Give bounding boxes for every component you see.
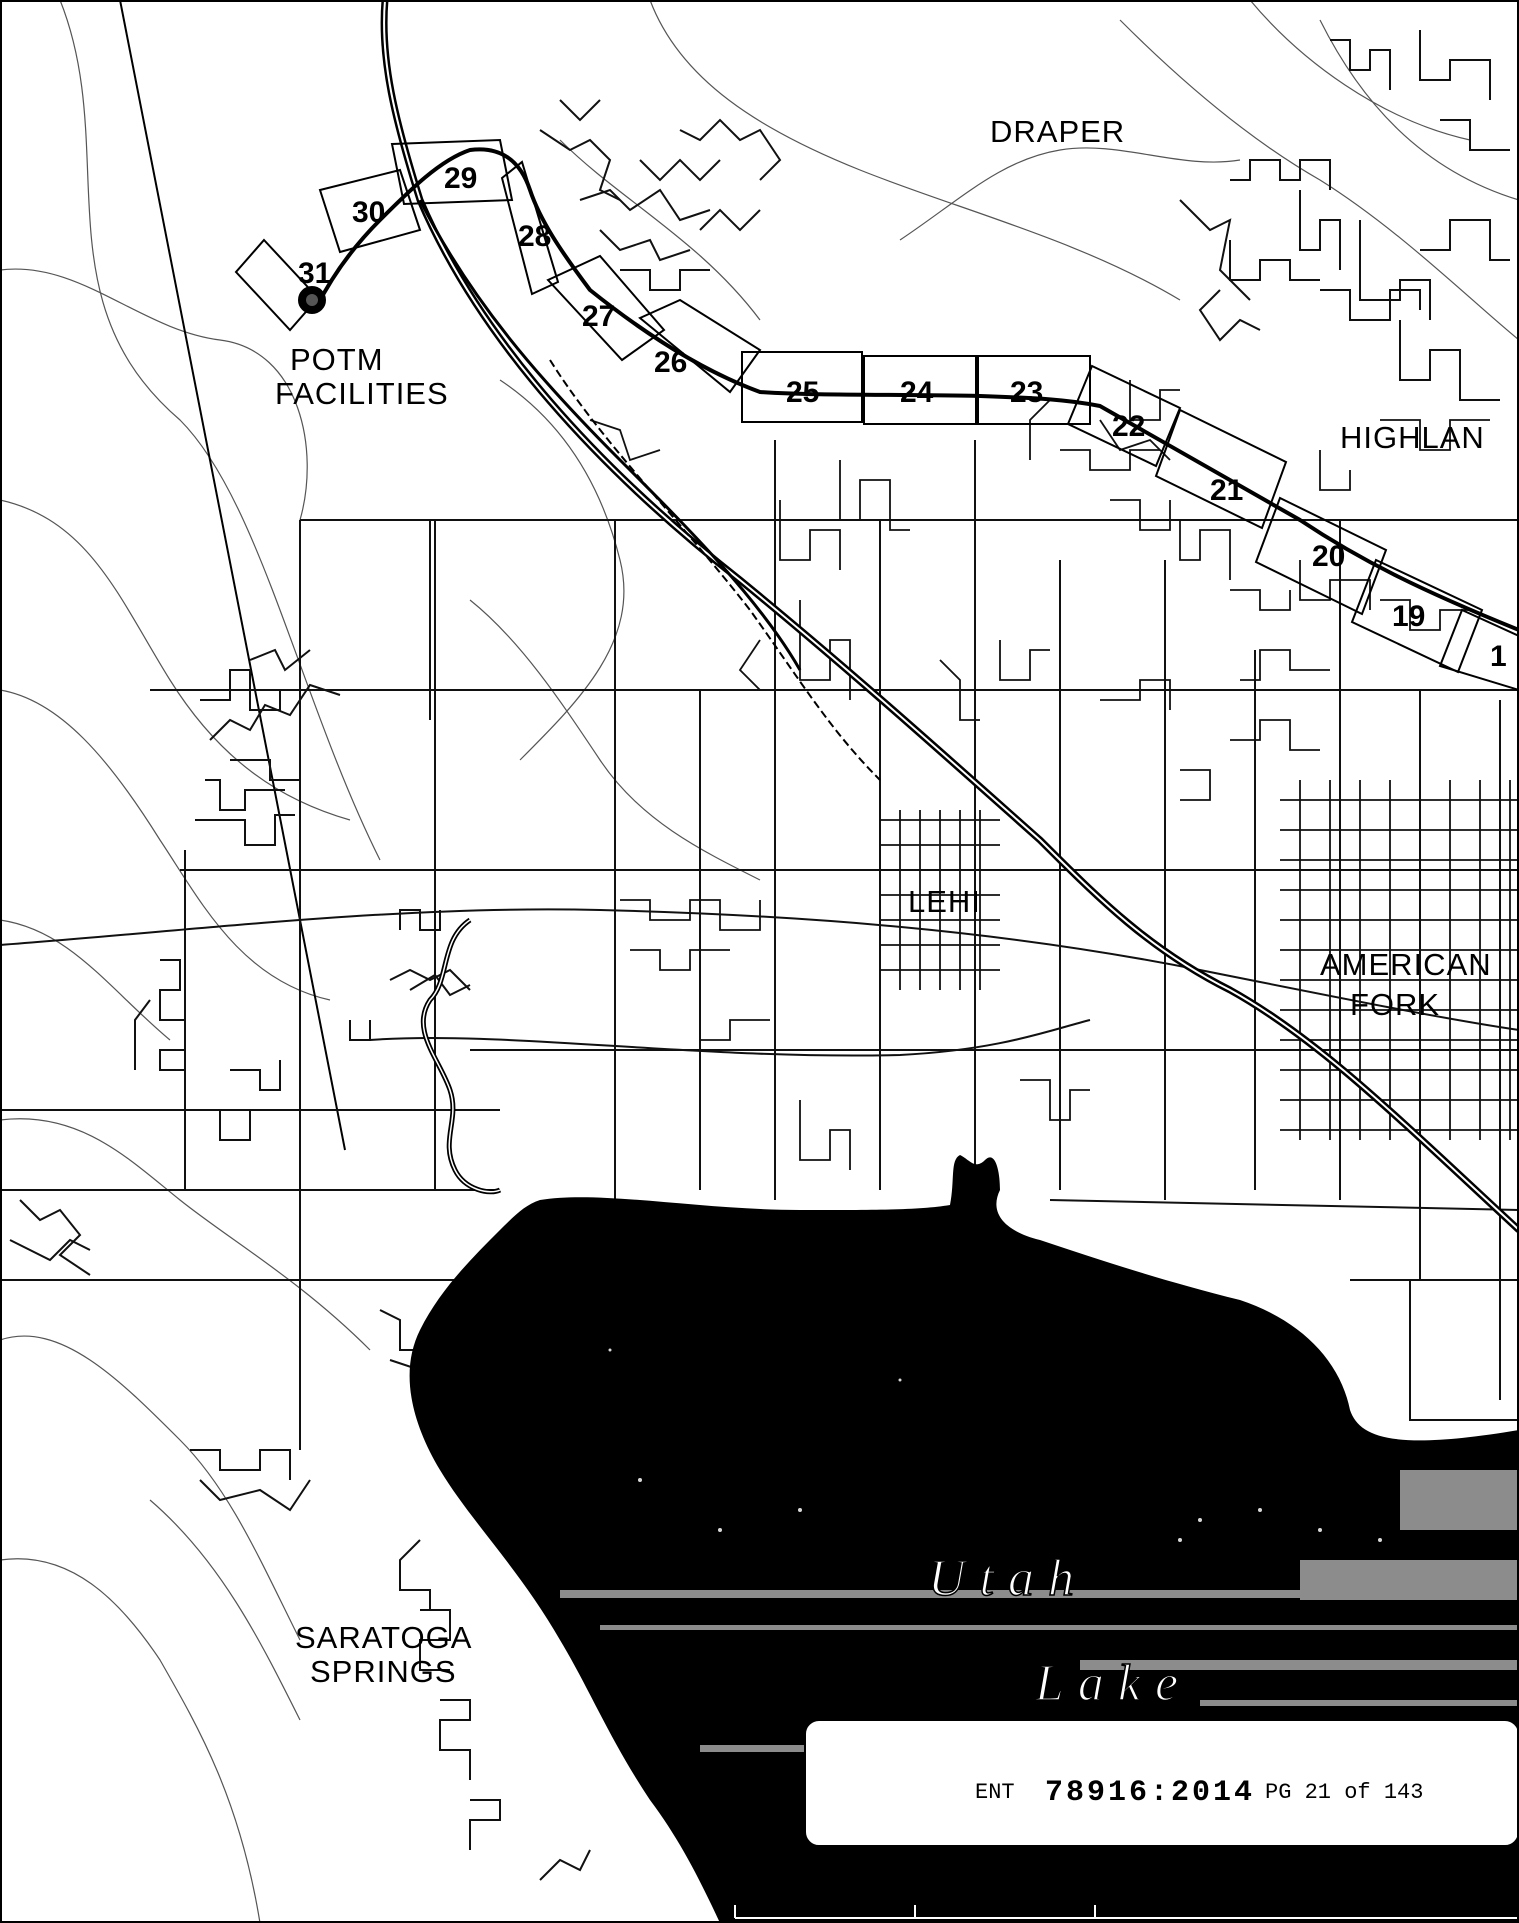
scale-tick-1: 1.25: [902, 1875, 935, 1894]
segment-labels: 31 30 29 28 27 26 25 24 23 22 21 20 19 1: [298, 162, 1507, 673]
scale-bar: 0 1.25 2.5: [720, 1875, 1519, 1920]
label-fork: FORK: [1350, 987, 1440, 1022]
segment-label-29: 29: [444, 162, 477, 195]
segment-label-19: 19: [1392, 600, 1425, 633]
label-draper: DRAPER: [990, 114, 1125, 149]
label-utah: Utah: [928, 1550, 1088, 1607]
segment-label-23: 23: [1010, 376, 1043, 409]
road-grid: [0, 440, 1519, 1450]
segment-label-22: 22: [1112, 410, 1145, 443]
label-american: AMERICAN: [1320, 947, 1492, 982]
segment-label-24: 24: [900, 376, 934, 409]
label-potm-2: FACILITIES: [275, 376, 449, 411]
jordan-river-inner: [422, 919, 501, 1193]
segment-label-31: 31: [298, 257, 331, 290]
potm-facility-marker-center: [306, 294, 318, 306]
scale-tick-0: 0: [728, 1875, 737, 1894]
subdivision-north: [539, 30, 1510, 401]
recording-stamp: ENT 78916:2014 PG 21 of 143: [804, 1719, 1519, 1847]
label-lehi: LEHI: [908, 884, 981, 919]
label-potm-1: POTM: [290, 342, 384, 377]
city-grid-american-fork: [1029, 380, 1519, 1140]
scale-tick-2: 2.5: [1126, 1875, 1150, 1894]
railroad: [549, 359, 881, 781]
label-saratoga-1: SARATOGA: [295, 1620, 472, 1655]
corridor-segments: [234, 138, 1519, 692]
stamp-prefix: ENT: [975, 1780, 1015, 1805]
segment-label-27: 27: [582, 300, 615, 333]
label-lake: Lake: [1034, 1655, 1192, 1712]
city-grid-lehi: [589, 419, 1090, 1170]
segment-label-21: 21: [1210, 474, 1243, 507]
label-highland: HIGHLAN: [1340, 420, 1485, 455]
boundary-line: [119, 0, 346, 1151]
label-saratoga-2: SPRINGS: [310, 1654, 457, 1689]
segment-label-30: 30: [352, 196, 385, 229]
pipeline-route: [314, 147, 1519, 632]
freeway: [380, 0, 1519, 1233]
segment-label-26: 26: [654, 346, 687, 379]
segment-label-20: 20: [1312, 540, 1345, 573]
segment-label-25: 25: [786, 376, 819, 409]
segment-label-28: 28: [518, 220, 551, 253]
segment-label-18: 1: [1490, 640, 1507, 673]
subdivision-west: [9, 648, 591, 1881]
stamp-number: 78916:2014: [1045, 1776, 1255, 1810]
stamp-page: PG 21 of 143: [1265, 1780, 1423, 1805]
